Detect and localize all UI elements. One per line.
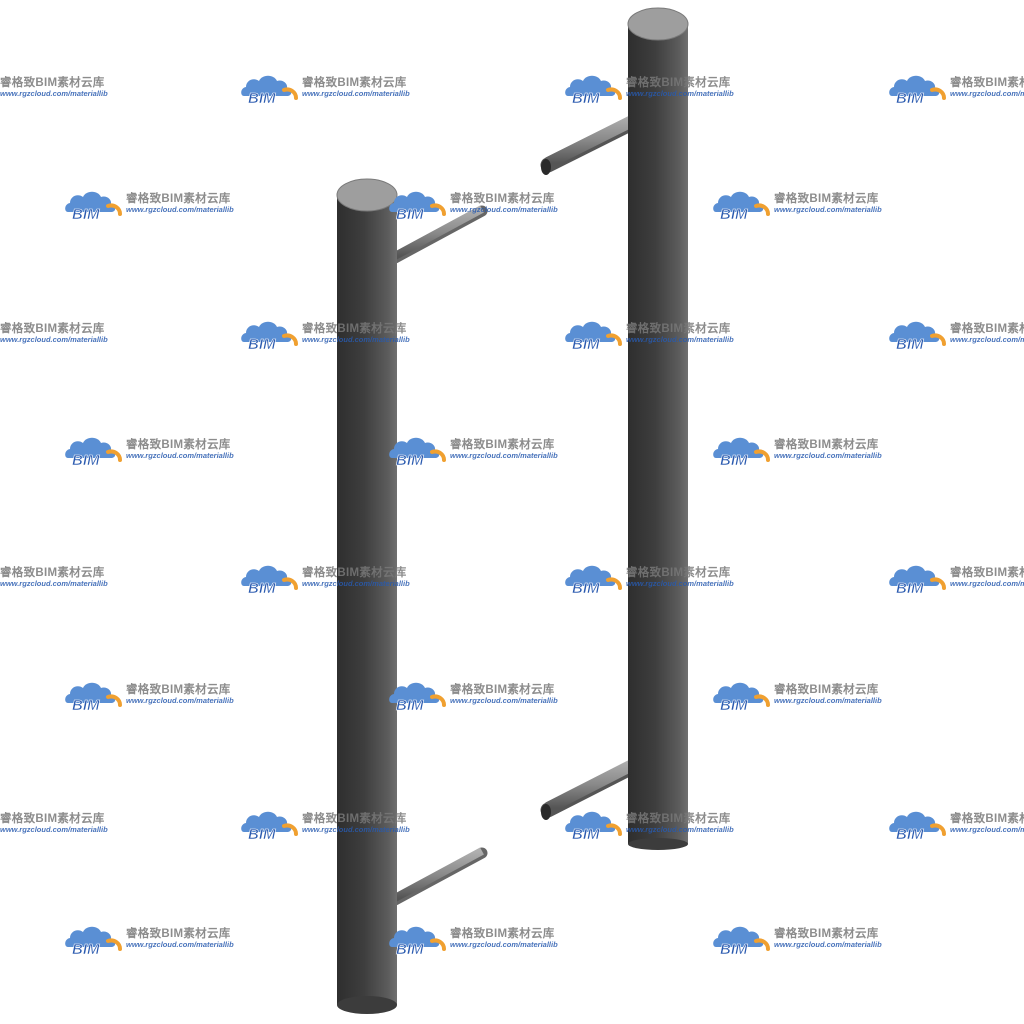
left-standoff-top xyxy=(389,205,488,264)
right-handle xyxy=(540,7,689,850)
left-handle xyxy=(336,178,488,1014)
right-standoff-bottom xyxy=(540,754,650,820)
left-standoff-bottom xyxy=(389,847,488,906)
left-post xyxy=(336,178,398,1014)
right-post xyxy=(627,7,689,850)
right-standoff-top xyxy=(540,110,650,175)
